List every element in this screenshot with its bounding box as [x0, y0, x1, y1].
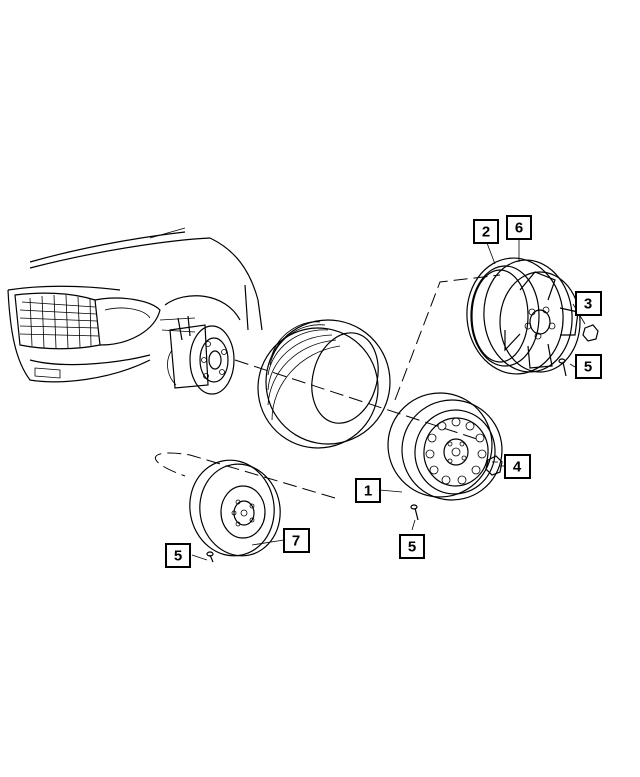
alloy-wheel-illustration [466, 257, 581, 375]
callout-5-left: 5 [165, 543, 191, 568]
svg-text:1: 1 [364, 483, 372, 500]
valve-stem-illustration-left [206, 551, 214, 563]
alloy-lug-nut-illustration [582, 324, 599, 342]
callout-5-right: 5 [575, 354, 602, 379]
callout-2: 2 [473, 219, 499, 244]
callout-7: 7 [283, 528, 310, 553]
svg-text:3: 3 [584, 296, 592, 313]
leader-lines [191, 239, 586, 561]
wheel-vent-holes [425, 417, 487, 485]
callout-4: 4 [504, 454, 531, 479]
svg-text:5: 5 [174, 548, 182, 565]
valve-stem-illustration-right [558, 358, 567, 377]
svg-text:4: 4 [513, 459, 522, 476]
callout-5-middle: 5 [399, 534, 425, 559]
grille-slats [19, 294, 100, 349]
callout-6: 6 [506, 215, 532, 240]
svg-text:5: 5 [584, 359, 592, 376]
svg-text:6: 6 [515, 220, 523, 237]
valve-stem-illustration-middle [410, 504, 419, 521]
callout-3: 3 [575, 291, 602, 316]
svg-text:5: 5 [408, 539, 416, 556]
spare-wheel-link-line [154, 452, 336, 499]
axis-line [234, 359, 481, 441]
svg-text:2: 2 [482, 224, 490, 241]
car-front-illustration [7, 227, 263, 383]
lug-nut-illustration [485, 455, 503, 476]
svg-text:7: 7 [292, 533, 300, 550]
tire-illustration [257, 319, 391, 449]
callout-1: 1 [355, 478, 381, 503]
steel-wheel-illustration [387, 392, 503, 501]
alloy-wheel-link-line [394, 274, 501, 401]
brake-hub-assembly [167, 315, 235, 395]
spare-wheel-illustration [189, 459, 281, 557]
